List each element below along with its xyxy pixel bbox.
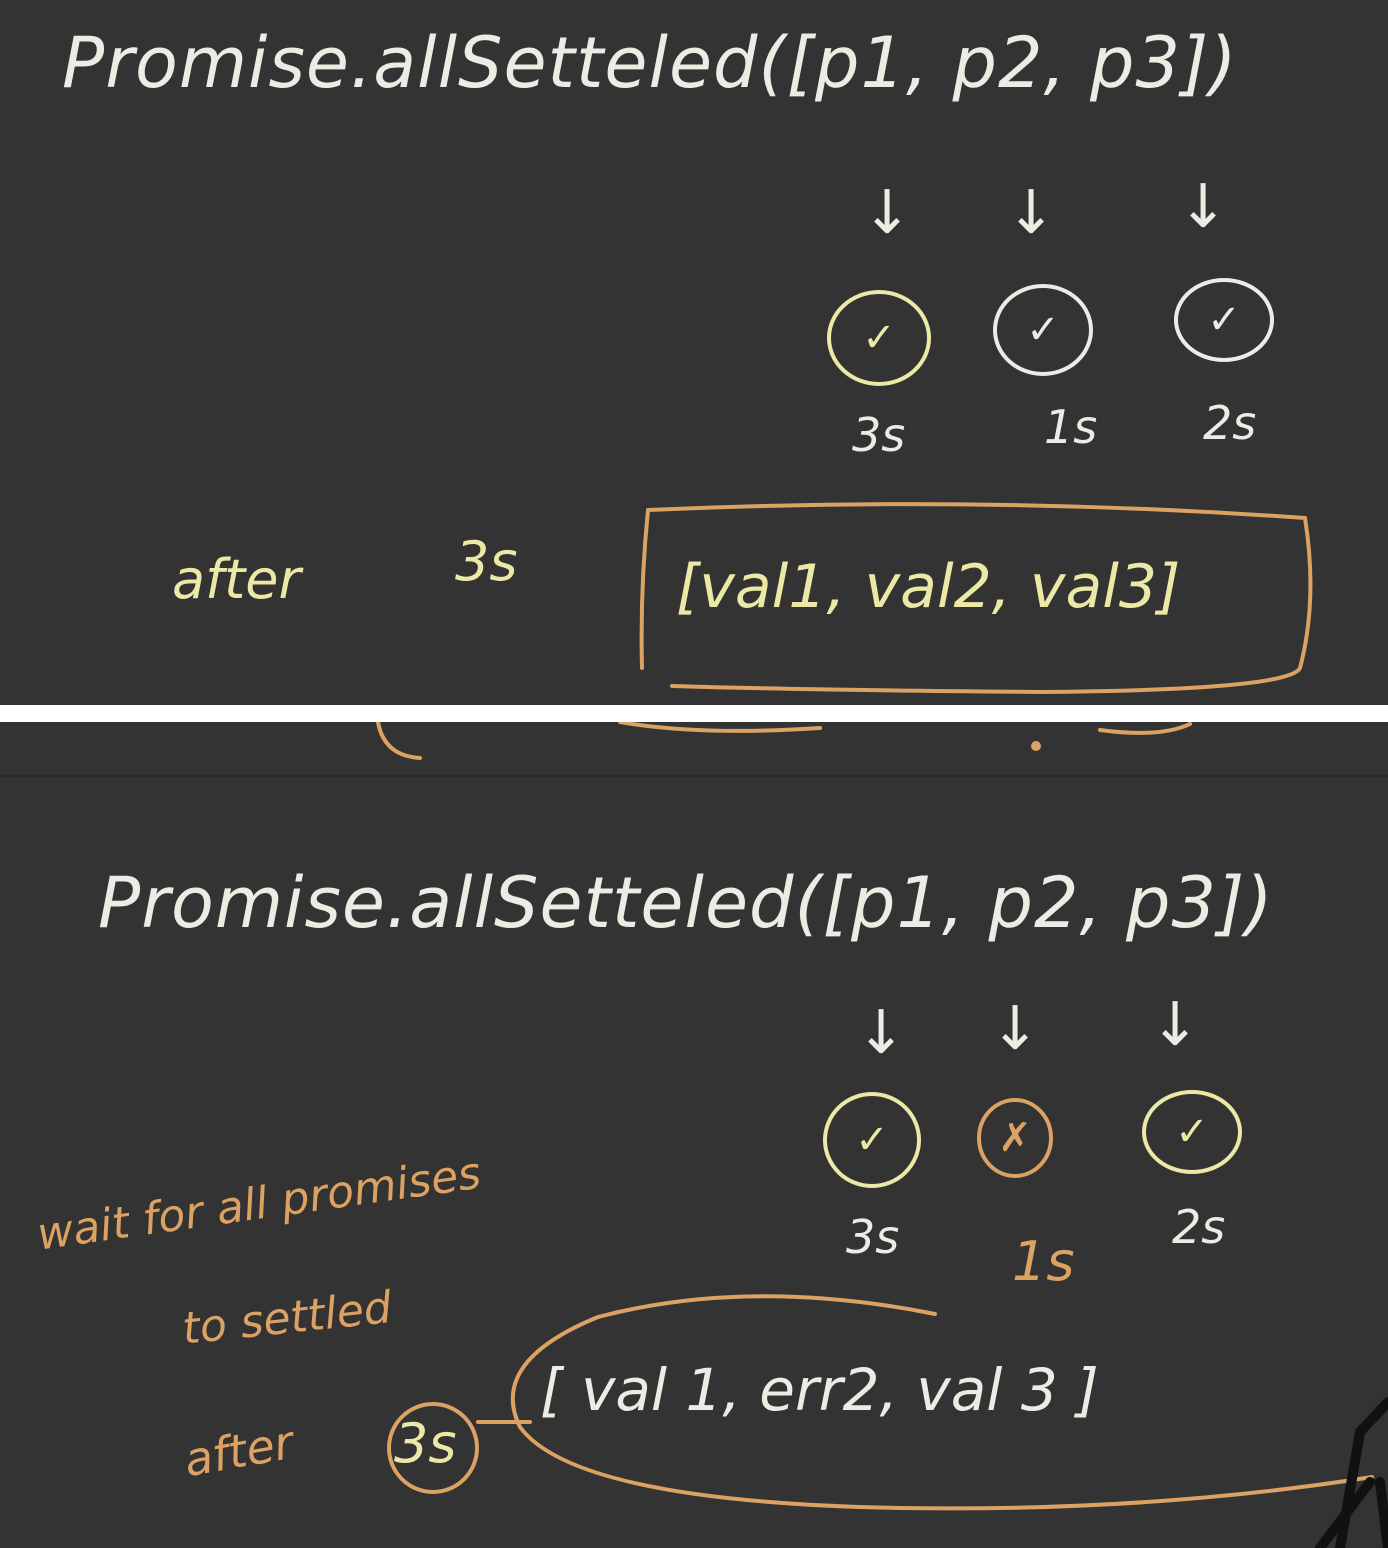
time-label-p1: 3s [846, 1210, 900, 1264]
time-label-p3: 2s [1172, 1200, 1226, 1254]
promise-call-text: Promise.allSetteled([p1, p2, p3]) [98, 862, 1274, 944]
status-circle-p2 [993, 284, 1093, 376]
status-circle-p2 [977, 1098, 1053, 1178]
check-icon: ✓ [1175, 1109, 1209, 1155]
time-label-p1: 3s [852, 408, 906, 462]
check-icon: ✓ [855, 1117, 889, 1163]
time-label-p2: 1s [1012, 1230, 1075, 1293]
panel-divider [0, 706, 1388, 722]
top-ink-layer [639, 278, 1313, 695]
previous-frame-dot [1031, 741, 1041, 751]
result-array: [val1, val2, val3] [676, 552, 1181, 622]
previous-frame-edge [0, 775, 1388, 777]
after-label: after [172, 548, 301, 611]
time-label-p2: 1s [1044, 400, 1098, 454]
status-circle-p1 [823, 1092, 921, 1188]
check-icon: ✓ [1026, 307, 1060, 353]
result-array: [ val 1, err2, val 3 ] [540, 1356, 1099, 1424]
time-label-p3: 2s [1203, 396, 1257, 450]
status-circle-p3 [1142, 1090, 1242, 1174]
down-arrow-icon: ↓ [1178, 172, 1229, 242]
check-icon: ✓ [862, 315, 896, 361]
down-arrow-icon: ↓ [1150, 990, 1201, 1060]
check-icon: ✓ [1207, 297, 1241, 343]
cross-icon: ✗ [998, 1115, 1032, 1161]
after-time: 3s [455, 530, 518, 593]
previous-frame-stroke [376, 722, 422, 760]
presenter-arm [1315, 1397, 1388, 1548]
down-arrow-icon: ↓ [990, 994, 1041, 1064]
down-arrow-icon: ↓ [1006, 178, 1057, 248]
bottom-ink-layer [376, 722, 1388, 1548]
result-box-outline [639, 502, 1313, 695]
down-arrow-icon: ↓ [862, 178, 913, 248]
after-time: 3s [394, 1412, 457, 1475]
whiteboard-panel-top: Promise.allSetteled([p1, p2, p3]) ↓ ↓ ↓ … [0, 0, 1388, 705]
whiteboard-panel-bottom: Promise.allSetteled([p1, p2, p3]) ↓ ↓ ↓ … [0, 722, 1388, 1548]
previous-frame-stroke [618, 722, 822, 733]
previous-frame-stroke [1098, 722, 1192, 735]
status-circle-p1 [827, 290, 931, 386]
result-highlight-ellipse [510, 1294, 1374, 1511]
status-circle-p3 [1174, 278, 1274, 362]
down-arrow-icon: ↓ [856, 998, 907, 1068]
highlight-circle-3s [387, 1402, 479, 1494]
promise-call-text: Promise.allSetteled([p1, p2, p3]) [62, 22, 1238, 104]
